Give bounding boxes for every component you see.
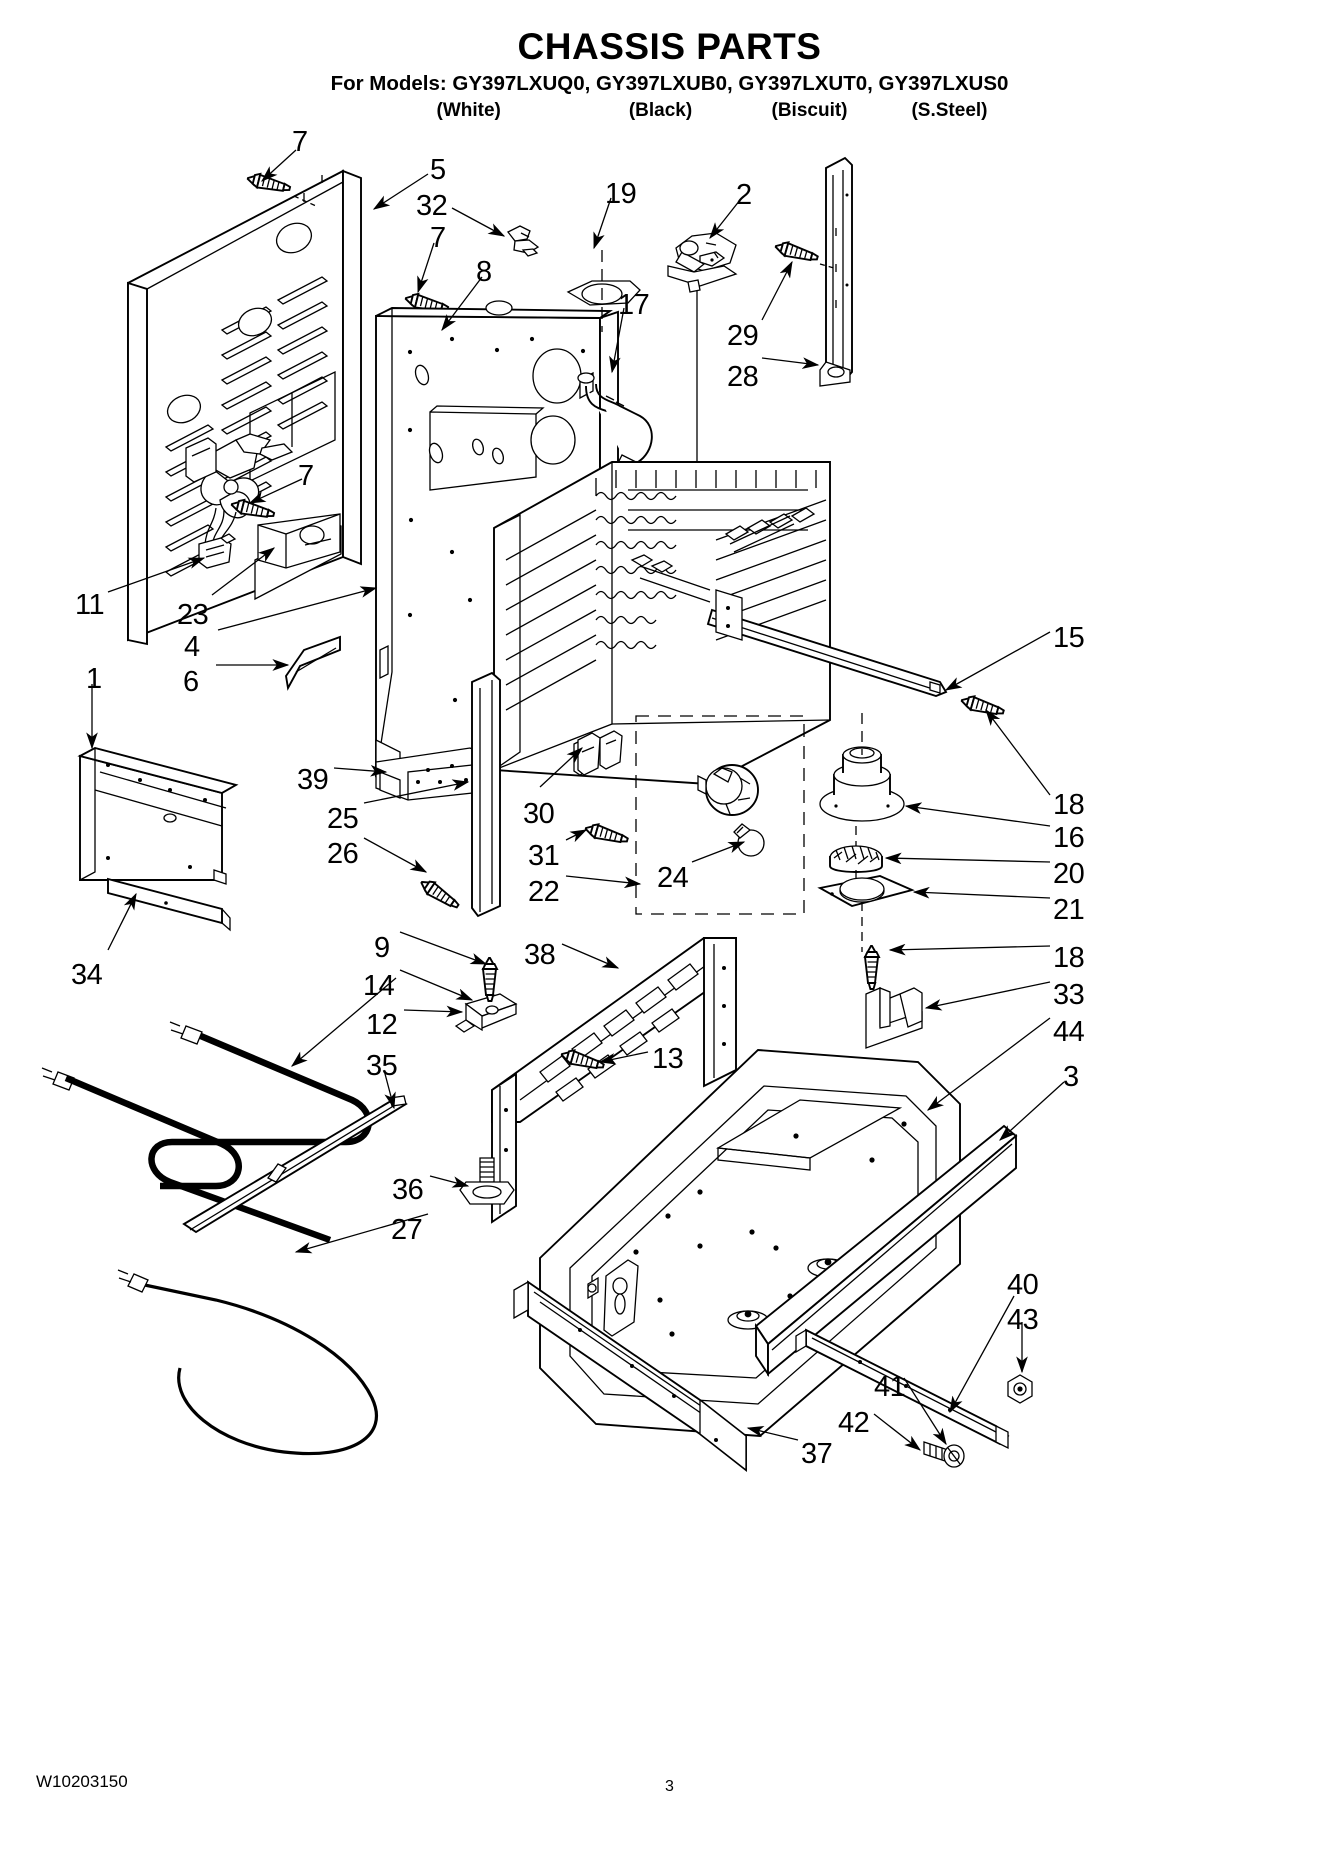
part-corner-bracket-33 — [866, 988, 922, 1048]
callout-6: 6 — [183, 666, 199, 698]
models-line: For Models: GY397LXUQ0, GY397LXUB0, GY39… — [330, 72, 1009, 95]
callout-13: 13 — [652, 1043, 684, 1075]
part-support-rail-35 — [184, 1096, 406, 1232]
callout-28: 28 — [727, 361, 759, 393]
callout-11: 11 — [75, 589, 105, 621]
burner-cluster — [726, 508, 814, 552]
callout-19: 19 — [605, 178, 637, 210]
finish-ssteel: (S.Steel) — [911, 100, 988, 121]
callout-43: 43 — [1007, 1304, 1039, 1336]
callout-23: 23 — [177, 599, 209, 631]
callout-21: 21 — [1053, 894, 1085, 926]
callout-18-lower: 18 — [1053, 942, 1085, 974]
callout-41: 41 — [874, 1371, 906, 1403]
callout-18-upper: 18 — [1053, 789, 1085, 821]
callout-35: 35 — [366, 1050, 398, 1082]
part-support-rail-15 — [632, 555, 946, 696]
callout-29: 29 — [727, 320, 759, 352]
callout-33: 33 — [1053, 979, 1085, 1011]
part-kick-plate-34 — [108, 879, 230, 930]
part-lamp-socket-16 — [820, 713, 904, 821]
part-screw-18a — [959, 692, 1007, 720]
page-number: 3 — [665, 1778, 674, 1795]
callout-44: 44 — [1053, 1016, 1085, 1048]
part-fan-shroud-23 — [258, 514, 340, 568]
part-oven-cavity-22 — [494, 462, 830, 784]
part-toe-panel-3 — [756, 1126, 1016, 1374]
part-screw-41-washer-42 — [924, 1442, 964, 1467]
part-bottom-bracket-39 — [376, 748, 500, 800]
part-screw-13 — [559, 1046, 607, 1074]
part-screw-18b — [864, 945, 880, 990]
callout-7-top: 7 — [292, 126, 308, 158]
callout-40: 40 — [1007, 1269, 1039, 1301]
callout-34: 34 — [71, 959, 103, 991]
callout-17: 17 — [618, 289, 650, 321]
callout-22: 22 — [528, 876, 560, 908]
callout-31: 31 — [528, 840, 560, 872]
callout-36: 36 — [392, 1174, 424, 1206]
callout-4: 4 — [184, 631, 200, 663]
part-clip-32 — [508, 226, 538, 256]
part-screw-9 — [482, 957, 498, 1002]
callout-39: 39 — [297, 764, 329, 796]
callout-2: 2 — [736, 179, 752, 211]
callout-7-bracket: 7 — [430, 222, 446, 254]
part-leveling-leg-36 — [460, 1158, 514, 1204]
callout-38: 38 — [524, 939, 556, 971]
callout-15: 15 — [1053, 622, 1085, 654]
part-nut-43 — [1008, 1375, 1032, 1403]
part-side-rail-28 — [820, 158, 852, 386]
part-screw-31 — [583, 820, 631, 848]
part-broil-element-27 — [118, 1270, 376, 1454]
finish-white: (White) — [436, 100, 501, 121]
callout-27: 27 — [391, 1214, 423, 1246]
part-vent-tube-17 — [578, 373, 652, 475]
callout-12: 12 — [366, 1009, 398, 1041]
finish-biscuit: (Biscuit) — [771, 100, 848, 121]
part-front-frame-25 — [472, 673, 500, 916]
callout-30: 30 — [523, 798, 555, 830]
callout-24: 24 — [657, 862, 689, 894]
part-element-bracket-12 — [456, 994, 516, 1032]
callout-1: 1 — [86, 663, 102, 695]
callout-25: 25 — [327, 803, 359, 835]
part-bottom-rail-37 — [514, 1282, 746, 1470]
document-number: W10203150 — [36, 1772, 128, 1791]
callout-42: 42 — [838, 1407, 870, 1439]
page-title: CHASSIS PARTS — [517, 26, 822, 67]
finish-row: (White) (Black) (Biscuit) (S.Steel) — [0, 100, 1339, 122]
callout-9: 9 — [374, 932, 390, 964]
part-rear-panel — [128, 171, 361, 644]
callout-14: 14 — [363, 970, 395, 1002]
part-gas-valve-2 — [668, 233, 736, 710]
leader-lines — [86, 150, 1064, 1451]
callout-8: 8 — [476, 256, 492, 288]
callout-5: 5 — [430, 154, 446, 186]
part-screw-29 — [773, 238, 821, 266]
part-side-panel-4 — [376, 301, 618, 784]
callout-37: 37 — [801, 1438, 833, 1470]
part-lamp-plate-21 — [820, 876, 912, 952]
finish-black: (Black) — [628, 100, 693, 121]
callout-20: 20 — [1053, 858, 1085, 890]
part-bake-element-14 — [42, 1022, 369, 1240]
callout-3: 3 — [1063, 1061, 1079, 1093]
part-lower-front-panel-1 — [80, 748, 236, 884]
part-bracket-8 — [412, 311, 474, 408]
part-screw-7c — [229, 496, 277, 523]
part-front-crossmember-38 — [492, 938, 736, 1222]
part-screw-26 — [417, 875, 463, 913]
part-cooling-fan-11 — [186, 434, 292, 568]
callout-16: 16 — [1053, 822, 1085, 854]
callout-26: 26 — [327, 838, 359, 870]
callout-7-fan: 7 — [298, 460, 314, 492]
part-latch-strike-30 — [578, 733, 600, 775]
part-trim-strip-6 — [286, 637, 340, 688]
part-screw-7a — [245, 170, 293, 197]
part-screw-7b — [403, 290, 451, 317]
callout-32: 32 — [416, 190, 448, 222]
part-socket-nut-20 — [830, 826, 882, 890]
